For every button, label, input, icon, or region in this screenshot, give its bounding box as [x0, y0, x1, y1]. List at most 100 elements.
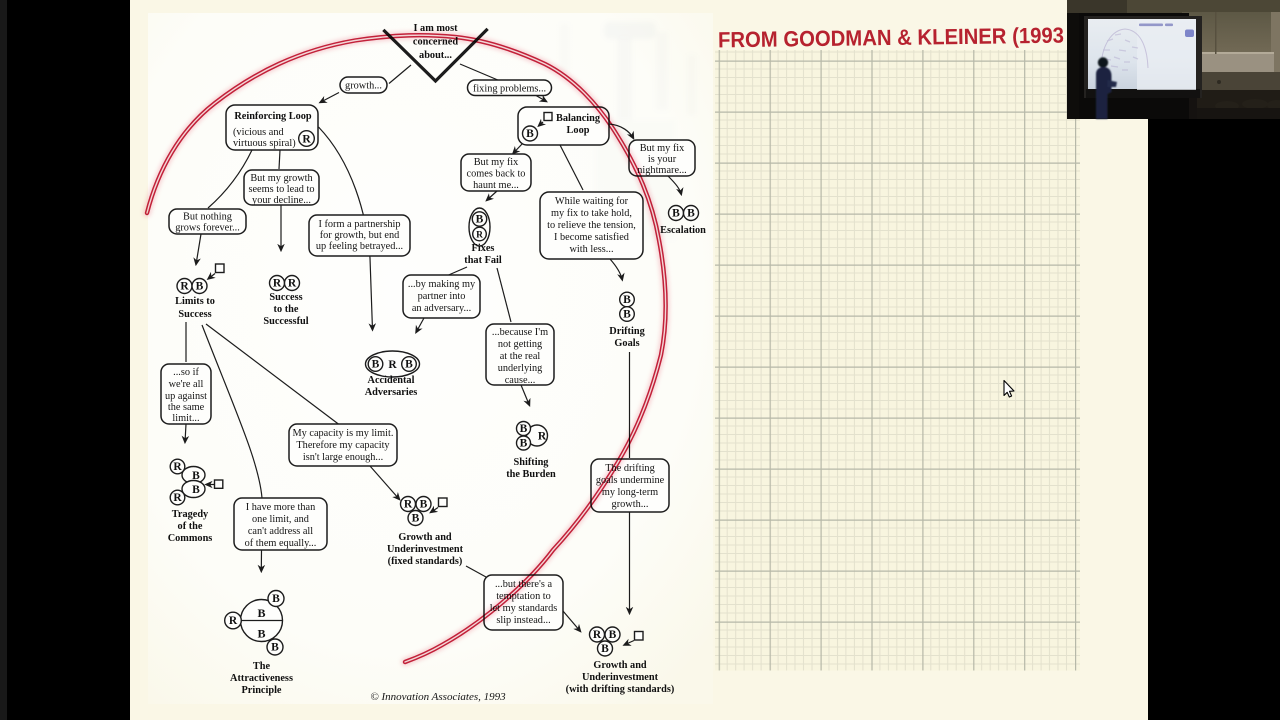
svg-text:with less...: with less... — [569, 244, 613, 255]
svg-text:Principle: Principle — [241, 685, 281, 696]
svg-text:B: B — [405, 359, 413, 371]
svg-text:that Fail: that Fail — [464, 255, 502, 266]
svg-text:B: B — [196, 281, 204, 293]
svg-text:underlying: underlying — [498, 363, 543, 374]
svg-text:B: B — [272, 593, 280, 605]
svg-text:B: B — [623, 309, 631, 321]
svg-text:B: B — [420, 499, 428, 511]
svg-text:B: B — [257, 627, 265, 641]
svg-text:to relieve the tension,: to relieve the tension, — [547, 220, 636, 231]
svg-text:R: R — [302, 133, 311, 145]
svg-text:R: R — [476, 231, 483, 241]
svg-text:slip instead...: slip instead... — [496, 615, 550, 626]
svg-text:temptation to: temptation to — [496, 591, 551, 602]
svg-text:But my fix: But my fix — [474, 157, 519, 168]
svg-text:Success: Success — [178, 309, 211, 320]
svg-text:R: R — [404, 499, 413, 511]
svg-text:Goals: Goals — [614, 338, 639, 349]
svg-text:My capacity is my limit.: My capacity is my limit. — [293, 428, 394, 439]
svg-text:B: B — [609, 629, 617, 641]
svg-text:the Burden: the Burden — [506, 469, 556, 480]
svg-text:Tragedy: Tragedy — [172, 509, 209, 520]
svg-text:(fixed standards): (fixed standards) — [388, 556, 463, 567]
svg-text:I become satisfied: I become satisfied — [554, 232, 630, 243]
svg-text:of them equally...: of them equally... — [245, 538, 317, 549]
svg-text:fixing problems...: fixing problems... — [473, 84, 546, 95]
svg-text:R: R — [180, 281, 189, 293]
svg-text:...because I'm: ...because I'm — [492, 327, 548, 338]
svg-text:I have more than: I have more than — [246, 502, 315, 513]
svg-text:Underinvestment: Underinvestment — [582, 672, 659, 683]
svg-text:let my standards: let my standards — [490, 603, 558, 614]
svg-text:to the: to the — [274, 304, 299, 315]
svg-text:growth...: growth... — [612, 499, 649, 510]
svg-text:R: R — [593, 629, 602, 641]
svg-text:(with drifting standards): (with drifting standards) — [566, 684, 675, 695]
svg-text:Fixes: Fixes — [472, 243, 495, 254]
svg-text:one limit, and: one limit, and — [252, 514, 310, 525]
svg-text:B: B — [192, 470, 200, 482]
svg-text:nightmare...: nightmare... — [637, 165, 686, 176]
svg-text:limit...: limit... — [172, 413, 199, 424]
svg-text:haunt me...: haunt me... — [473, 180, 519, 191]
svg-text:up against: up against — [165, 391, 207, 402]
svg-text:But my fix: But my fix — [640, 143, 685, 154]
svg-text:B: B — [526, 128, 534, 140]
svg-text:Therefore my capacity: Therefore my capacity — [296, 440, 390, 451]
svg-text:cause...: cause... — [505, 375, 536, 386]
svg-text:Balancing: Balancing — [556, 113, 601, 124]
svg-text:© Innovation Associates, 1993: © Innovation Associates, 1993 — [370, 691, 506, 703]
svg-text:R: R — [173, 461, 182, 473]
svg-text:Success: Success — [269, 292, 302, 303]
svg-text:I form a partnership: I form a partnership — [318, 219, 400, 230]
svg-text:R: R — [273, 278, 282, 290]
svg-text:B: B — [257, 606, 265, 620]
svg-text:...so if: ...so if — [173, 367, 199, 378]
svg-text:B: B — [271, 642, 279, 654]
svg-text:R: R — [538, 431, 547, 443]
svg-text:Growth and: Growth and — [593, 660, 647, 671]
svg-text:B: B — [623, 294, 631, 306]
svg-text:R: R — [288, 278, 297, 290]
svg-text:is your: is your — [648, 154, 677, 165]
svg-text:my long-term: my long-term — [602, 487, 658, 498]
svg-text:the same: the same — [168, 402, 205, 413]
svg-text:up feeling betrayed...: up feeling betrayed... — [316, 241, 403, 252]
svg-text:R: R — [229, 615, 238, 627]
svg-text:Growth and: Growth and — [398, 532, 452, 543]
svg-text:isn't large enough...: isn't large enough... — [303, 452, 383, 463]
svg-text:R: R — [388, 359, 397, 371]
svg-text:Drifting: Drifting — [609, 326, 645, 337]
svg-text:...by making my: ...by making my — [408, 279, 476, 290]
svg-text:Escalation: Escalation — [660, 225, 706, 236]
svg-text:While waiting for: While waiting for — [555, 196, 629, 207]
svg-text:grows forever...: grows forever... — [175, 223, 240, 234]
svg-text:B: B — [520, 438, 528, 450]
svg-text:virtuous spiral): virtuous spiral) — [233, 138, 296, 149]
svg-text:an adversary...: an adversary... — [412, 303, 471, 314]
svg-text:goals undermine: goals undermine — [596, 475, 665, 486]
svg-text:B: B — [601, 643, 609, 655]
svg-text:can't address all: can't address all — [248, 526, 313, 537]
svg-text:Adversaries: Adversaries — [365, 387, 418, 398]
svg-text:growth...: growth... — [345, 81, 382, 92]
svg-text:your decline...: your decline... — [252, 195, 311, 206]
svg-text:at the real: at the real — [500, 351, 541, 362]
svg-text:concerned: concerned — [413, 37, 458, 48]
svg-text:B: B — [372, 359, 380, 371]
svg-text:The drifting: The drifting — [605, 463, 654, 474]
svg-text:Reinforcing Loop: Reinforcing Loop — [234, 111, 312, 122]
svg-text:B: B — [192, 484, 200, 496]
svg-text:The: The — [253, 661, 271, 672]
svg-text:Successful: Successful — [263, 316, 308, 327]
svg-text:B: B — [520, 423, 528, 435]
svg-text:(vicious and: (vicious and — [233, 127, 284, 138]
svg-text:B: B — [476, 214, 484, 226]
svg-text:FROM GOODMAN & KLEINER (1993: FROM GOODMAN & KLEINER (1993 — [718, 23, 1064, 53]
svg-text:B: B — [412, 513, 420, 525]
svg-text:Underinvestment: Underinvestment — [387, 544, 464, 555]
svg-text:But nothing: But nothing — [183, 212, 232, 223]
svg-text:about...: about... — [419, 50, 452, 61]
svg-text:Attractiveness: Attractiveness — [230, 673, 293, 684]
svg-text:But my growth: But my growth — [250, 173, 313, 184]
